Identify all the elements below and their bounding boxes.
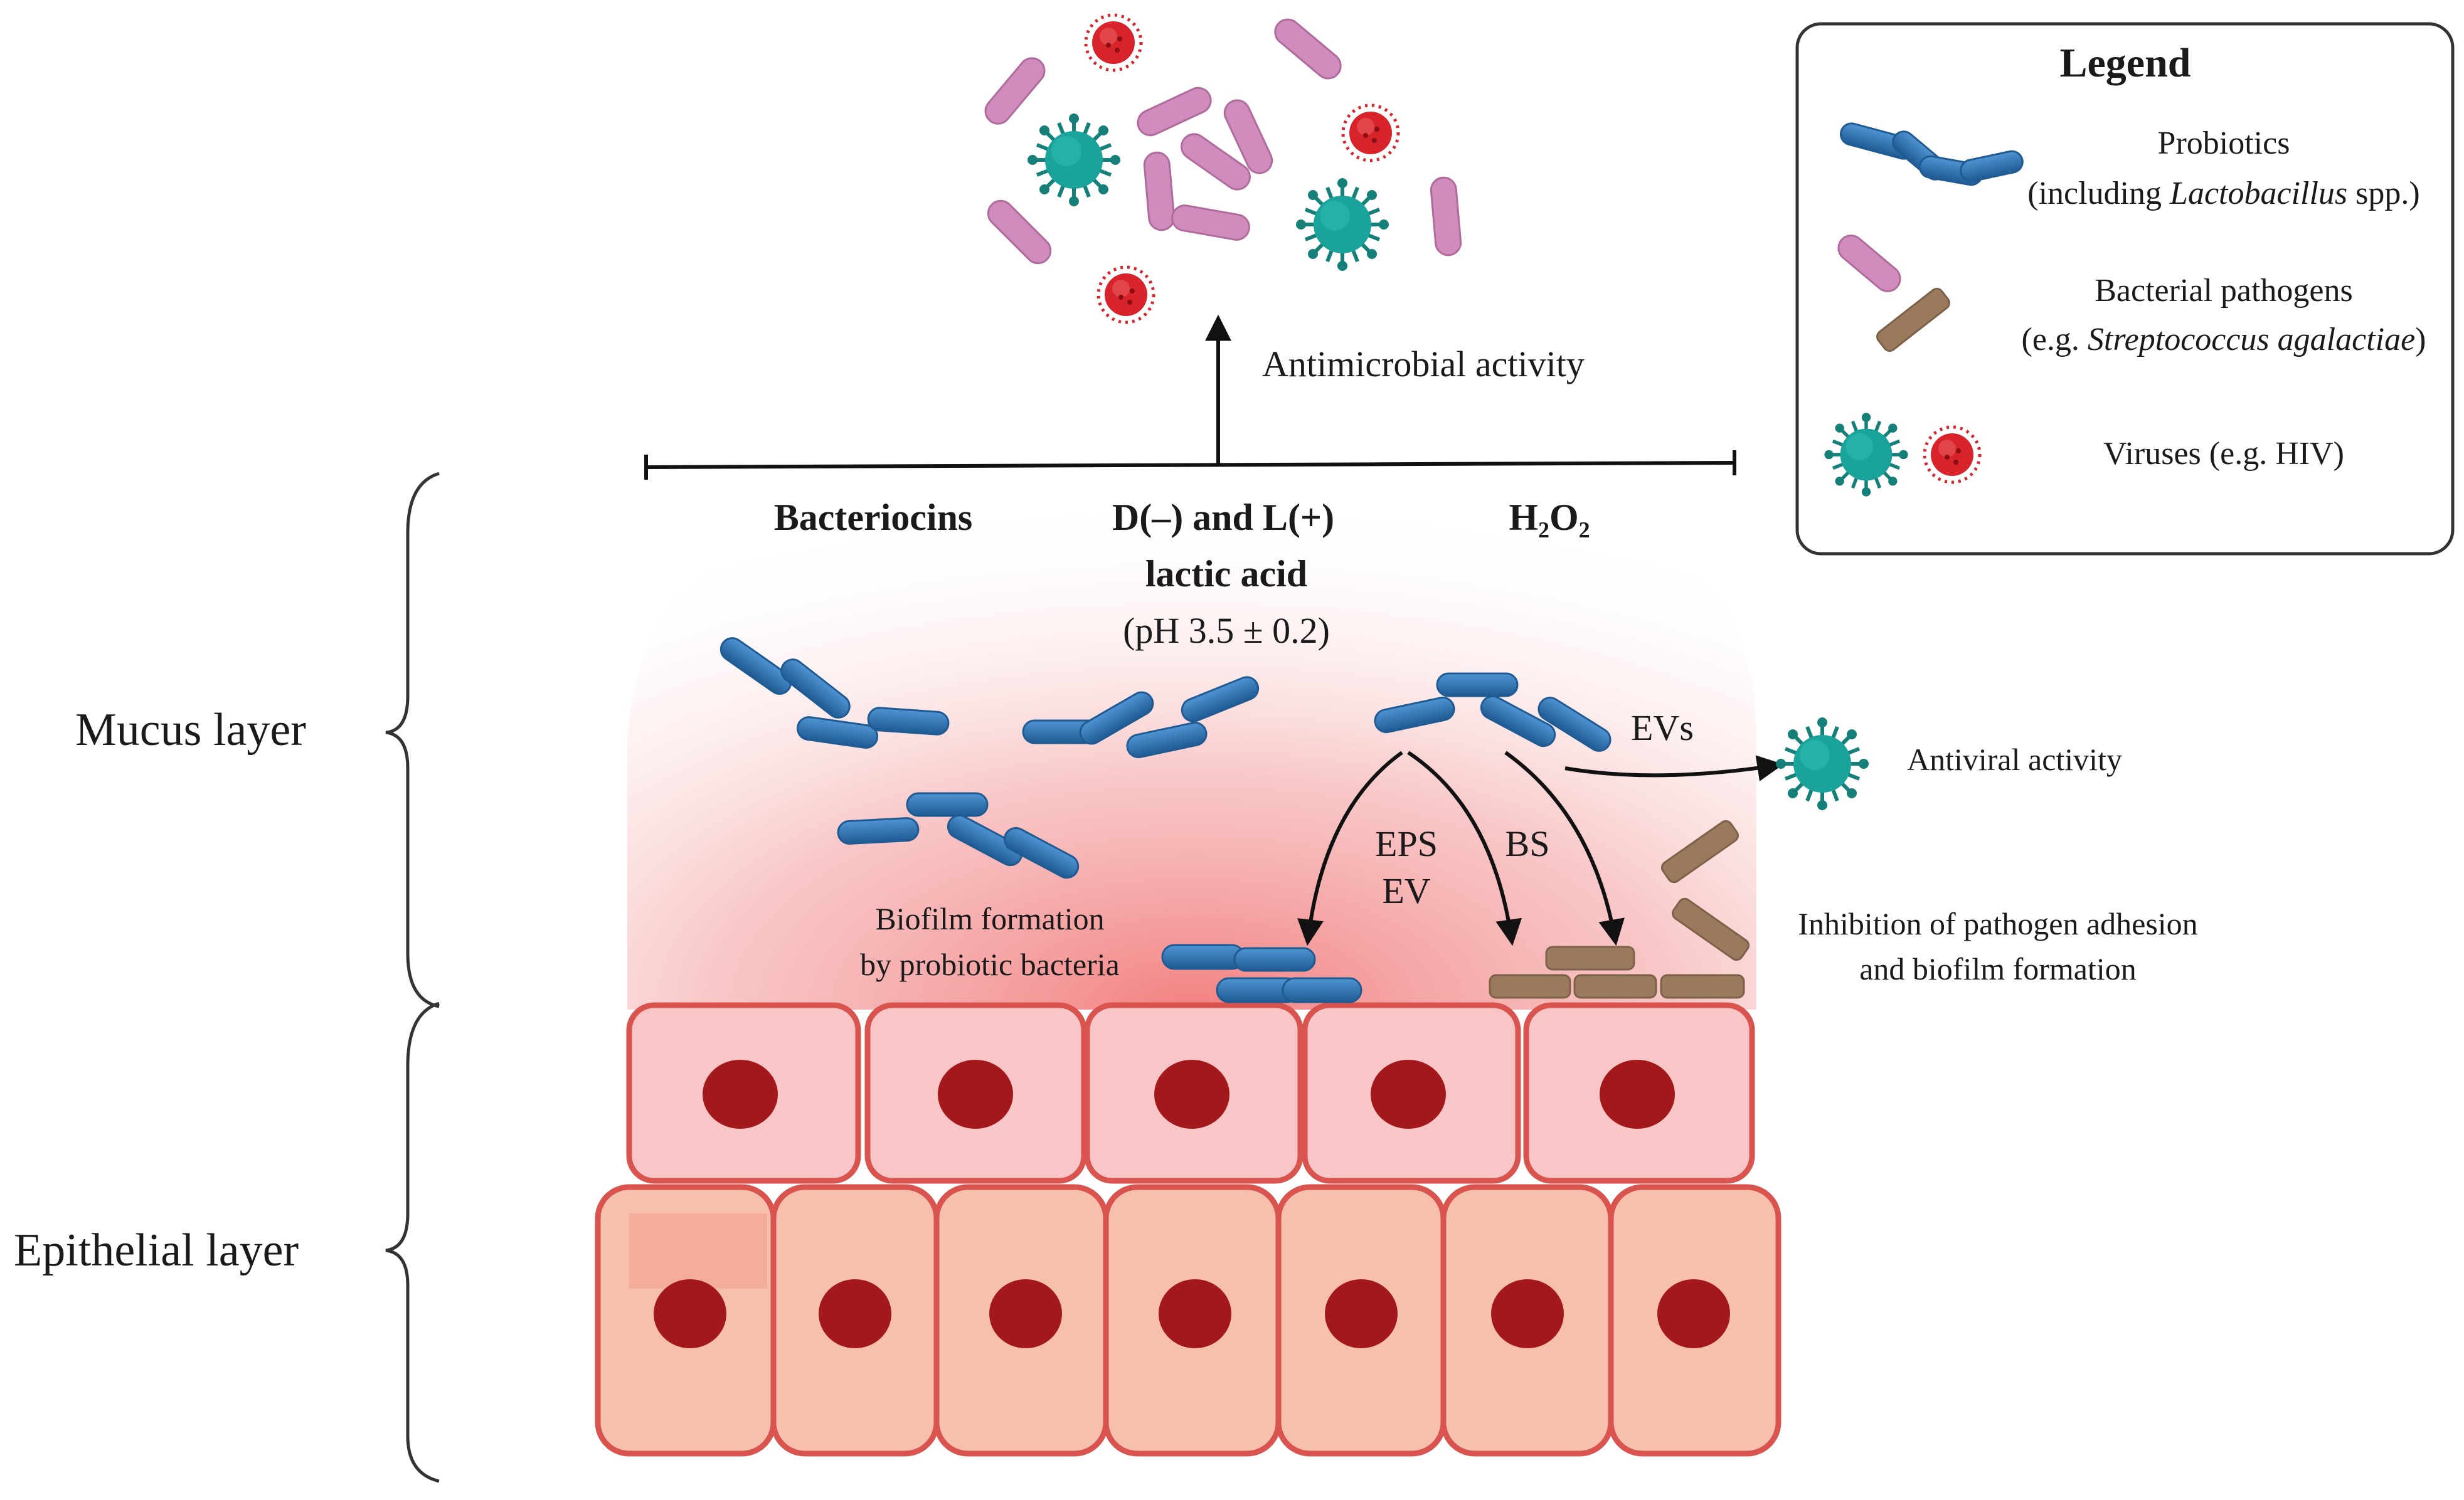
mucus-layer-label: Mucus layer	[75, 704, 306, 756]
legend-probiotic-icon	[1839, 122, 2024, 186]
legend-virus-teal-icon	[1824, 413, 1908, 496]
virus-teal-antiviral	[1776, 717, 1869, 810]
probiotic-cluster-right	[1374, 672, 1612, 752]
antiviral-activity-label: Antiviral activity	[1907, 742, 2122, 777]
legend-probiotics-line2: (including Lactobacillus spp.)	[2027, 176, 2419, 211]
pathogen-cluster-top	[984, 18, 1462, 265]
virus-red-top-2	[1343, 105, 1398, 161]
bs-arrow-1	[1407, 751, 1522, 946]
probiotic-biofilm	[1161, 944, 1362, 1003]
probiotic-cluster-lower-left	[837, 792, 1080, 879]
epithelial-cells-bottom-row	[595, 1184, 1782, 1457]
bs-arrow-2	[1504, 751, 1625, 946]
eps-ev-arrow	[1297, 751, 1403, 946]
legend-pathogen-brown-icon	[1876, 287, 1950, 352]
legend: Legend Probiotics (including Lactobacill…	[1795, 22, 2455, 556]
lactic-acid-label-line2: lactic acid	[1145, 553, 1307, 594]
ph-label: (pH 3.5 ± 0.2)	[1123, 610, 1330, 651]
probiotic-cluster-center	[1022, 676, 1260, 759]
virus-teal-top-2	[1296, 178, 1389, 271]
bacteriocins-label: Bacteriocins	[774, 497, 973, 538]
inhibition-label-line2: and biofilm formation	[1859, 951, 2137, 986]
legend-probiotics-line1: Probiotics	[2158, 125, 2290, 161]
products-bracket	[644, 450, 1736, 480]
epithelial-layer-brace	[385, 1001, 440, 1483]
biofilm-label-line1: Biofilm formation	[875, 901, 1104, 936]
evs-label: EVs	[1631, 707, 1694, 748]
evs-antiviral-arrow	[1564, 755, 1784, 781]
legend-pathogens-line2: (e.g. Streptococcus agalactiae)	[2022, 322, 2426, 357]
nuclei-top-row	[703, 1060, 1675, 1129]
pathogen-brown-biofilm	[1489, 820, 1750, 999]
epithelial-layer-label: Epithelial layer	[14, 1225, 299, 1276]
probiotic-cluster-left	[720, 637, 950, 749]
cell-highlight	[629, 1213, 767, 1289]
bs-label: BS	[1505, 823, 1550, 864]
h2o2-label: H₂O₂	[1509, 497, 1590, 538]
virus-teal-top-1	[1028, 114, 1120, 206]
legend-box	[1795, 22, 2455, 556]
biofilm-label-line2: by probiotic bacteria	[860, 947, 1120, 982]
ev-label: EV	[1382, 870, 1430, 911]
virus-red-top-3	[1098, 267, 1154, 322]
legend-pathogen-pink-icon	[1837, 235, 1901, 292]
legend-title: Legend	[2059, 40, 2191, 86]
inhibition-label-line1: Inhibition of pathogen adhesion	[1798, 906, 2197, 941]
eps-label: EPS	[1375, 823, 1438, 864]
lactic-acid-label-line1: D(–) and L(+)	[1112, 497, 1334, 538]
legend-viruses-label: Viruses (e.g. HIV)	[2103, 436, 2344, 472]
virus-red-top-1	[1086, 15, 1141, 70]
legend-pathogens-line1: Bacterial pathogens	[2095, 273, 2353, 309]
mucus-layer-brace	[385, 472, 440, 1008]
nuclei-bottom-row	[654, 1279, 1730, 1348]
antimicrobial-activity-label: Antimicrobial activity	[1262, 344, 1585, 384]
